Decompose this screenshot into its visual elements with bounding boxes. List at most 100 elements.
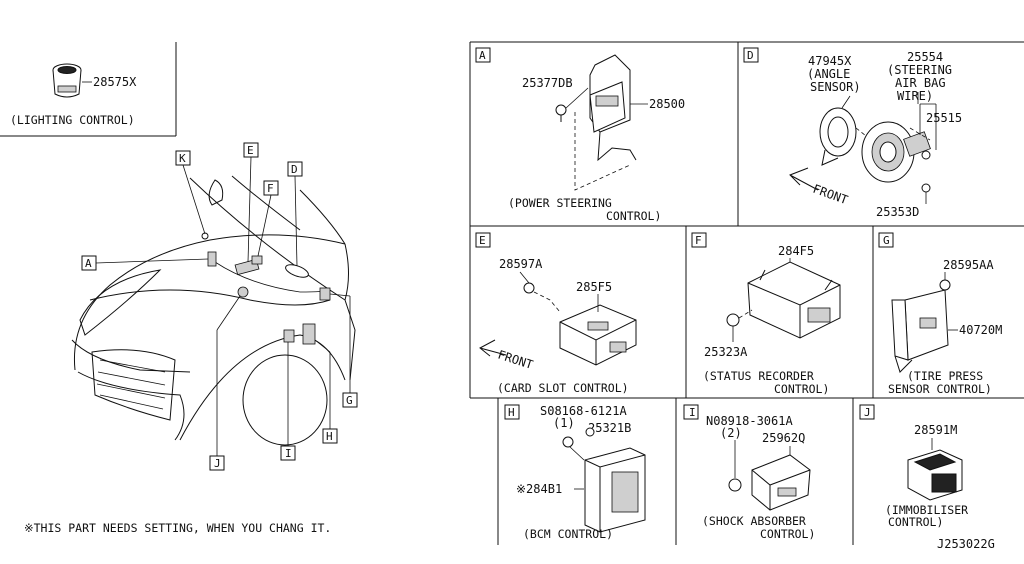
front-arrow-icon — [479, 339, 507, 357]
callout-g[interactable]: G — [329, 293, 358, 408]
part-number-25321b: 25321B — [588, 421, 631, 435]
svg-text:K: K — [179, 152, 186, 165]
panel-caption: (POWER STEERING — [508, 196, 612, 210]
svg-text:F: F — [695, 234, 702, 247]
card-slot-module-icon — [559, 304, 637, 366]
callout-a[interactable]: A — [81, 255, 209, 271]
panel-caption: CONTROL) — [888, 515, 943, 529]
clock-spring-icon — [855, 121, 931, 183]
part-number-25353d: 25353D — [876, 205, 919, 219]
shock-absorber-module-icon — [751, 454, 811, 511]
part-number-25962q: 25962Q — [762, 431, 805, 445]
callout-k[interactable]: K — [175, 150, 206, 235]
screw-icon — [921, 183, 931, 193]
svg-text:A: A — [85, 257, 92, 270]
lighting-control-group: 28575X (LIGHTING CONTROL) — [0, 42, 177, 137]
immobiliser-module-icon — [907, 449, 963, 501]
angle-sensor-ring-icon — [819, 107, 857, 166]
part-number-28500: 28500 — [649, 97, 685, 111]
front-label: FRONT — [496, 348, 535, 372]
panel-caption: (CARD SLOT CONTROL) — [497, 381, 629, 395]
part-note: (STEERING — [887, 63, 952, 77]
part-number-28591m: 28591M — [914, 423, 957, 437]
svg-text:G: G — [346, 394, 353, 407]
part-note: SENSOR) — [810, 80, 861, 94]
panel-caption: (TIRE PRESS — [907, 369, 983, 383]
svg-text:I: I — [285, 447, 292, 460]
panel-caption: CONTROL) — [760, 527, 815, 541]
panel-caption: (BCM CONTROL) — [523, 527, 613, 541]
callout-e[interactable]: E — [243, 142, 259, 263]
svg-text:I: I — [689, 406, 696, 419]
screw-icon — [921, 150, 931, 160]
bolt-icon — [523, 282, 535, 294]
part-number-28575x: 28575X — [93, 75, 137, 89]
panel-letter-box — [475, 47, 491, 63]
callout-j[interactable]: J — [209, 295, 241, 471]
nut-icon — [585, 427, 595, 437]
part-number-08168-6121a: S08168-6121A — [540, 404, 627, 418]
panel-f-status-recorder: F 284F5 25323A (STATUS RECORDER CONTROL) — [691, 232, 841, 396]
car-part-j — [237, 286, 249, 298]
panel-caption: CONTROL) — [774, 382, 829, 396]
part-note: AIR BAG — [895, 76, 946, 90]
part-number-284b1: ※284B1 — [516, 482, 562, 496]
panel-caption: CONTROL) — [606, 209, 661, 223]
drawing-id: J253022G — [937, 537, 995, 551]
car-wheel — [242, 354, 328, 446]
part-quantity: (1) — [553, 416, 575, 430]
callout-d[interactable]: D — [287, 161, 303, 267]
car-grille — [91, 349, 176, 421]
svg-text:D: D — [291, 163, 298, 176]
panel-grid-lines — [469, 41, 1024, 545]
svg-text:J: J — [864, 406, 871, 419]
harness-line — [214, 261, 331, 293]
bolt-icon — [939, 279, 951, 291]
part-number-284f5: 284F5 — [778, 244, 814, 258]
panel-d-steering: D 47945X (ANGLE SENSOR) 25554 (STEERING … — [743, 47, 962, 219]
part-number-25323a: 25323A — [704, 345, 748, 359]
lighting-control-caption: (LIGHTING CONTROL) — [10, 113, 135, 127]
part-number-25377db: 25377DB — [522, 76, 573, 90]
status-recorder-module-icon — [747, 261, 841, 339]
car-headlight — [79, 269, 162, 336]
panel-i-shock-absorber: I N08918-3061A (2) 25962Q (SHOCK ABSORBE… — [683, 404, 815, 541]
svg-text:J: J — [214, 457, 221, 470]
svg-text:F: F — [267, 182, 274, 195]
panel-e-card-slot: E 28597A 285F5 FRONT (CARD SLOT CONTROL) — [475, 232, 637, 395]
car-overview: K E F D A G H — [71, 142, 358, 471]
callout-f[interactable]: F — [257, 180, 279, 257]
svg-text:H: H — [508, 406, 515, 419]
svg-text:A: A — [479, 49, 486, 62]
bolt-icon — [555, 104, 567, 122]
part-number-25554: 25554 — [907, 50, 943, 64]
car-part-f — [251, 255, 263, 265]
part-number-285f5: 285F5 — [576, 280, 612, 294]
panel-g-tire-press: G 28595AA 40720M (TIRE PRESS SENSOR CONT… — [878, 232, 1002, 396]
front-label: FRONT — [811, 182, 850, 208]
callout-h[interactable]: H — [314, 339, 338, 444]
part-number-47945x: 47945X — [808, 54, 852, 68]
panel-h-bcm: H S08168-6121A (1) 25321B ※284B1 (BCM CO… — [504, 404, 646, 541]
part-note: WIRE) — [897, 89, 933, 103]
car-part-d — [285, 264, 309, 278]
bcm-module-icon — [584, 447, 646, 533]
car-hood-outline — [73, 234, 346, 371]
panel-caption: (IMMOBILISER — [885, 503, 968, 517]
lighting-switch-icon — [52, 63, 82, 98]
part-number-08918-3061a: N08918-3061A — [706, 414, 793, 428]
part-quantity: (2) — [720, 426, 742, 440]
panel-j-immobiliser: J 28591M (IMMOBILISER CONTROL) — [859, 404, 968, 529]
svg-text:E: E — [479, 234, 486, 247]
callout-i[interactable]: I — [280, 342, 296, 461]
nut-icon — [728, 478, 742, 492]
part-note: (ANGLE — [807, 67, 850, 81]
tire-pressure-module-icon — [891, 289, 949, 373]
front-arrow-icon — [789, 167, 819, 191]
power-steering-module-icon — [574, 54, 637, 191]
mirror-shape — [208, 179, 224, 206]
footnote-text: ※THIS PART NEEDS SETTING, WHEN YOU CHANG… — [24, 521, 331, 535]
car-part-i — [283, 329, 295, 343]
panel-a-power-steering: A 25377DB 28500 (POWER STEERING CONTROL) — [475, 47, 685, 223]
